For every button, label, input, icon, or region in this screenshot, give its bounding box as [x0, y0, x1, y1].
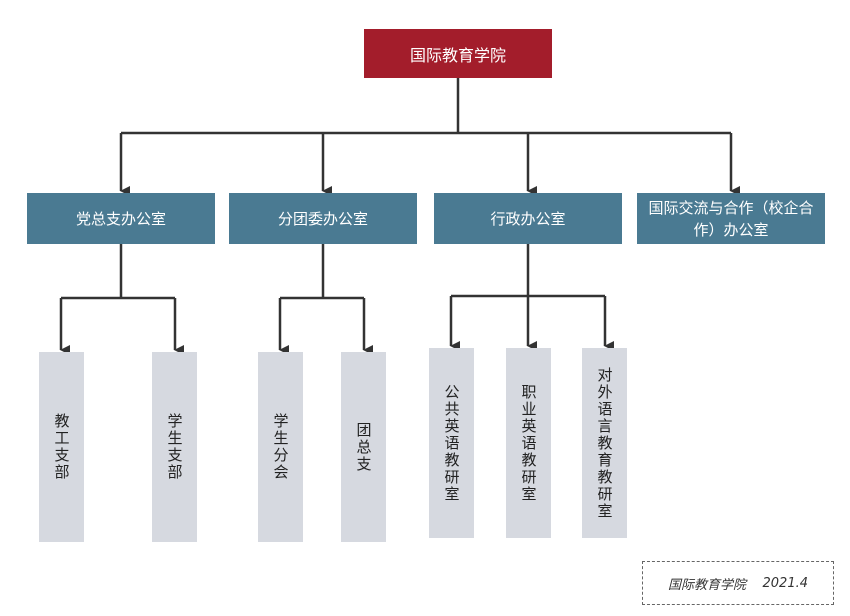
footer-date: 2021.4: [762, 575, 809, 591]
dept-label: 党总支办公室: [75, 209, 166, 228]
leaf-student-branch: 学生支部: [152, 352, 197, 542]
root-node: 国际教育学院: [364, 29, 552, 78]
dept-admin-office: 行政办公室: [434, 193, 622, 244]
dept-label: 国际交流与合作（校企合作）办公室: [648, 198, 814, 239]
leaf-league-branch: 团总支: [341, 352, 386, 542]
dept-label: 分团委办公室: [277, 209, 368, 228]
dept-label: 行政办公室: [490, 209, 566, 228]
footer-caption: 国际教育学院 2021.4: [642, 561, 834, 605]
dept-international-office: 国际交流与合作（校企合作）办公室: [637, 193, 825, 244]
root-label: 国际教育学院: [409, 45, 506, 65]
leaf-label: 学生分会: [271, 413, 290, 481]
leaf-public-english-office: 公共英语教研室: [429, 348, 474, 538]
leaf-student-subunion: 学生分会: [258, 352, 303, 542]
dept-youth-league-office: 分团委办公室: [229, 193, 417, 244]
footer-gap: [746, 576, 763, 591]
leaf-foreign-language-office: 对外语言教育教研室: [582, 348, 627, 538]
leaf-staff-branch: 教工支部: [39, 352, 84, 542]
leaf-label: 教工支部: [52, 413, 71, 481]
leaf-label: 团总支: [354, 421, 373, 473]
leaf-label: 职业英语教研室: [519, 383, 538, 503]
leaf-label: 公共英语教研室: [442, 383, 461, 503]
leaf-vocational-english-office: 职业英语教研室: [506, 348, 551, 538]
leaf-label: 学生支部: [165, 413, 184, 481]
leaf-label: 对外语言教育教研室: [595, 366, 614, 520]
dept-party-office: 党总支办公室: [27, 193, 215, 244]
footer-org: 国际教育学院: [667, 577, 746, 593]
